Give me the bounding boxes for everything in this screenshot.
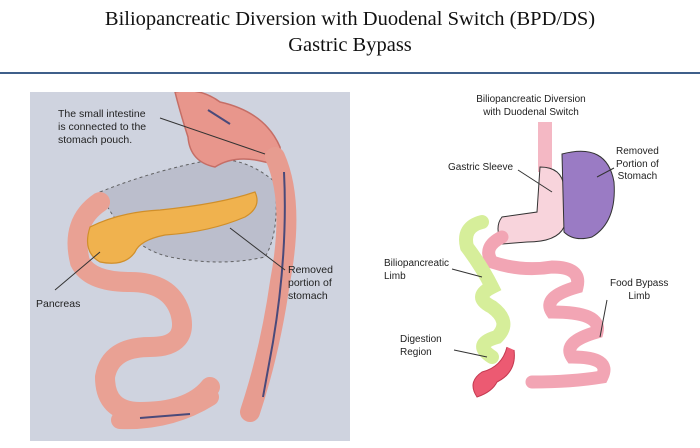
biliopancreatic-limb [459,215,511,364]
right-diagram-panel: Biliopancreatic Diversion with Duodenal … [352,82,700,448]
flow-arrow-stomach [207,109,231,125]
label-removed-portion-of-stomach: Removed Portion of Stomach [616,146,659,182]
title-line-1: Biliopancreatic Diversion with Duodenal … [104,8,596,30]
callout-line-removed [229,227,286,271]
left-anatomy-drawing [54,92,297,430]
callout-line-pancreas [54,251,101,291]
callout-sleeve [517,169,553,193]
left-illustration-panel: The small intestine is connected to the … [30,92,350,441]
title-line-2: Gastric Bypass [288,34,412,56]
food-bypass-limb [482,230,611,389]
label-removed-portion: Removed portion of stomach [288,264,333,302]
callout-bp-limb [451,268,483,278]
label-gastric-sleeve: Gastric Sleeve [448,162,514,173]
digestion-region [472,346,515,398]
callout-removed [596,167,615,178]
right-anatomy-drawing [451,122,615,398]
stomach-pouch [174,92,281,168]
callout-line-intestine [159,117,266,155]
pancreas [87,191,258,264]
gastric-sleeve [497,166,565,245]
label-food-bypass-limb: Food Bypass Limb [610,278,669,302]
page-title: Biliopancreatic Diversion with Duodenal … [0,6,700,58]
flow-arrow-down [262,171,286,398]
label-small-intestine: The small intestine is connected to the … [58,108,147,146]
callout-digestion [453,349,488,358]
label-digestion-region: Digestion Region [400,334,442,358]
right-diagram-title: Biliopancreatic Diversion with Duodenal … [476,94,586,118]
label-biliopancreatic-limb: Biliopancreatic Limb [384,258,450,282]
header-divider [0,72,700,74]
callout-food-limb [599,299,608,338]
label-pancreas: Pancreas [36,298,81,310]
flow-arrow-exit [139,413,191,419]
removed-stomach [561,150,615,240]
